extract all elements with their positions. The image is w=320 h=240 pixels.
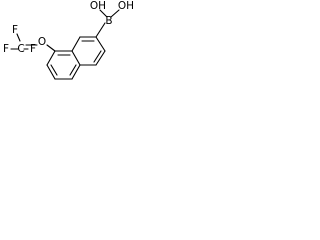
atom-o-label: O bbox=[38, 36, 46, 48]
bond-ring-b4 bbox=[95, 50, 106, 66]
bond-ring-b bbox=[95, 22, 106, 38]
bond-f1-c bbox=[16, 33, 21, 42]
bond-o-ring bbox=[46, 44, 56, 52]
bond-ring-a1 bbox=[46, 50, 56, 66]
bond-ring-b1 bbox=[71, 36, 81, 52]
atom-f1-label: F bbox=[12, 24, 18, 36]
bond-b-oh2 bbox=[110, 9, 120, 18]
atom-c-label: C bbox=[17, 43, 24, 55]
bond-ring-a2 bbox=[46, 64, 56, 80]
bond-ring-b3 bbox=[95, 36, 106, 52]
atom-b-label: B bbox=[105, 15, 112, 27]
bond-ring-a-inner1 bbox=[50, 64, 58, 76]
chemical-structure-diagram: F F C F O B OH OH bbox=[3, 0, 134, 80]
bond-b-oh1 bbox=[99, 9, 108, 18]
bond-ring-a5 bbox=[71, 50, 81, 66]
atom-f3-label: F bbox=[30, 43, 36, 55]
atom-oh1-label: OH bbox=[90, 0, 106, 12]
bond-ring-a-inner2 bbox=[69, 64, 77, 76]
atom-f2-label: F bbox=[3, 43, 9, 55]
bond-ring-a4 bbox=[71, 64, 81, 80]
atom-oh2-label: OH bbox=[118, 0, 134, 12]
bond-ring-b-inner2 bbox=[93, 50, 102, 63]
